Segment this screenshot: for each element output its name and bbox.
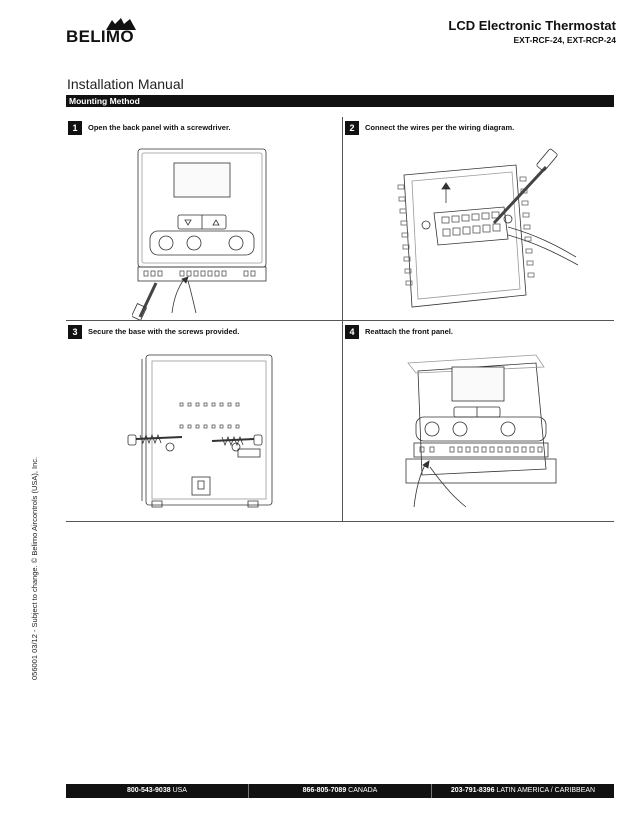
step-number: 2 bbox=[345, 121, 359, 135]
step-1-illustration bbox=[132, 148, 267, 320]
step-instruction: Open the back panel with a screwdriver. bbox=[88, 123, 231, 132]
footer-contact-canada: 866-805-7089 CANADA bbox=[249, 784, 432, 798]
belimo-logo-mark-icon bbox=[106, 18, 136, 30]
grid-divider-bottom bbox=[66, 521, 614, 522]
model-numbers: EXT-RCF-24, EXT-RCP-24 bbox=[513, 35, 617, 45]
grid-divider-vertical bbox=[342, 117, 343, 522]
region-label: CANADA bbox=[348, 787, 378, 794]
manual-title: Installation Manual bbox=[67, 76, 184, 92]
step-instruction: Secure the base with the screws provided… bbox=[88, 327, 240, 336]
brand-name: BELIMO bbox=[66, 27, 134, 46]
phone-number: 866-805-7089 bbox=[302, 787, 347, 794]
step-number: 1 bbox=[68, 121, 82, 135]
legal-text: 056001 03/12 - Subject to change. © Beli… bbox=[30, 456, 39, 680]
footer-contact-latin-america: 203-791-8396 LATIN AMERICA / CARIBBEAN bbox=[432, 784, 614, 798]
sidebar-legal-note: 056001 03/12 - Subject to change. © Beli… bbox=[30, 456, 44, 680]
step-4-illustration bbox=[405, 354, 557, 508]
step-3-illustration bbox=[127, 354, 273, 508]
grid-divider-horizontal bbox=[66, 320, 614, 321]
region-label: LATIN AMERICA / CARIBBEAN bbox=[496, 787, 596, 794]
step-number: 4 bbox=[345, 325, 359, 339]
document-title: LCD Electronic Thermostat bbox=[448, 18, 616, 33]
section-header: Mounting Method bbox=[66, 95, 614, 107]
step-2-illustration bbox=[397, 148, 579, 308]
footer-contact-usa: 800-543-9038 USA bbox=[66, 784, 249, 798]
step-number: 3 bbox=[68, 325, 82, 339]
phone-number: 800-543-9038 bbox=[127, 787, 171, 794]
region-label: USA bbox=[172, 787, 187, 794]
step-instruction: Reattach the front panel. bbox=[365, 327, 453, 336]
phone-number: 203-791-8396 bbox=[450, 787, 495, 794]
steps-grid: 1 Open the back panel with a screwdriver… bbox=[66, 117, 614, 522]
step-instruction: Connect the wires per the wiring diagram… bbox=[365, 123, 515, 132]
footer-contact-bar: 800-543-9038 USA 866-805-7089 CANADA 203… bbox=[66, 784, 614, 798]
belimo-logo: BELIMO bbox=[66, 18, 138, 48]
